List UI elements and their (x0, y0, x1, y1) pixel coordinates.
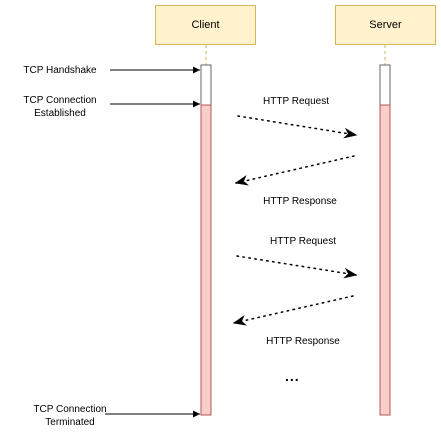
message-label-1: HTTP Request (263, 96, 329, 107)
message-arrow-4 (232, 295, 354, 326)
client-participant: Client (155, 5, 256, 45)
established-label-line2: Established (34, 108, 86, 119)
established-label: TCP Connection Established (10, 94, 110, 120)
handshake-label: TCP Handshake (23, 65, 97, 76)
message-arrow-1 (237, 115, 358, 139)
message-label-4: HTTP Response (266, 336, 340, 347)
continuation-ellipsis: ... (285, 368, 300, 384)
message-arrow-2 (234, 155, 355, 186)
server-connection-bar (379, 104, 391, 416)
terminated-label-line2: Terminated (45, 417, 95, 428)
message-label-2: HTTP Response (263, 196, 337, 207)
client-handshake-bar (200, 64, 212, 106)
client-participant-label: Client (191, 19, 220, 31)
server-participant: Server (335, 5, 436, 45)
terminated-label-line1: TCP Connection (33, 404, 107, 415)
established-label-line1: TCP Connection (23, 95, 97, 106)
terminated-label: TCP Connection Terminated (20, 403, 120, 429)
server-participant-label: Server (369, 19, 402, 31)
client-connection-bar (200, 104, 212, 416)
message-label-3: HTTP Request (270, 236, 336, 247)
server-handshake-bar (379, 64, 391, 106)
message-arrow-3 (236, 255, 358, 279)
